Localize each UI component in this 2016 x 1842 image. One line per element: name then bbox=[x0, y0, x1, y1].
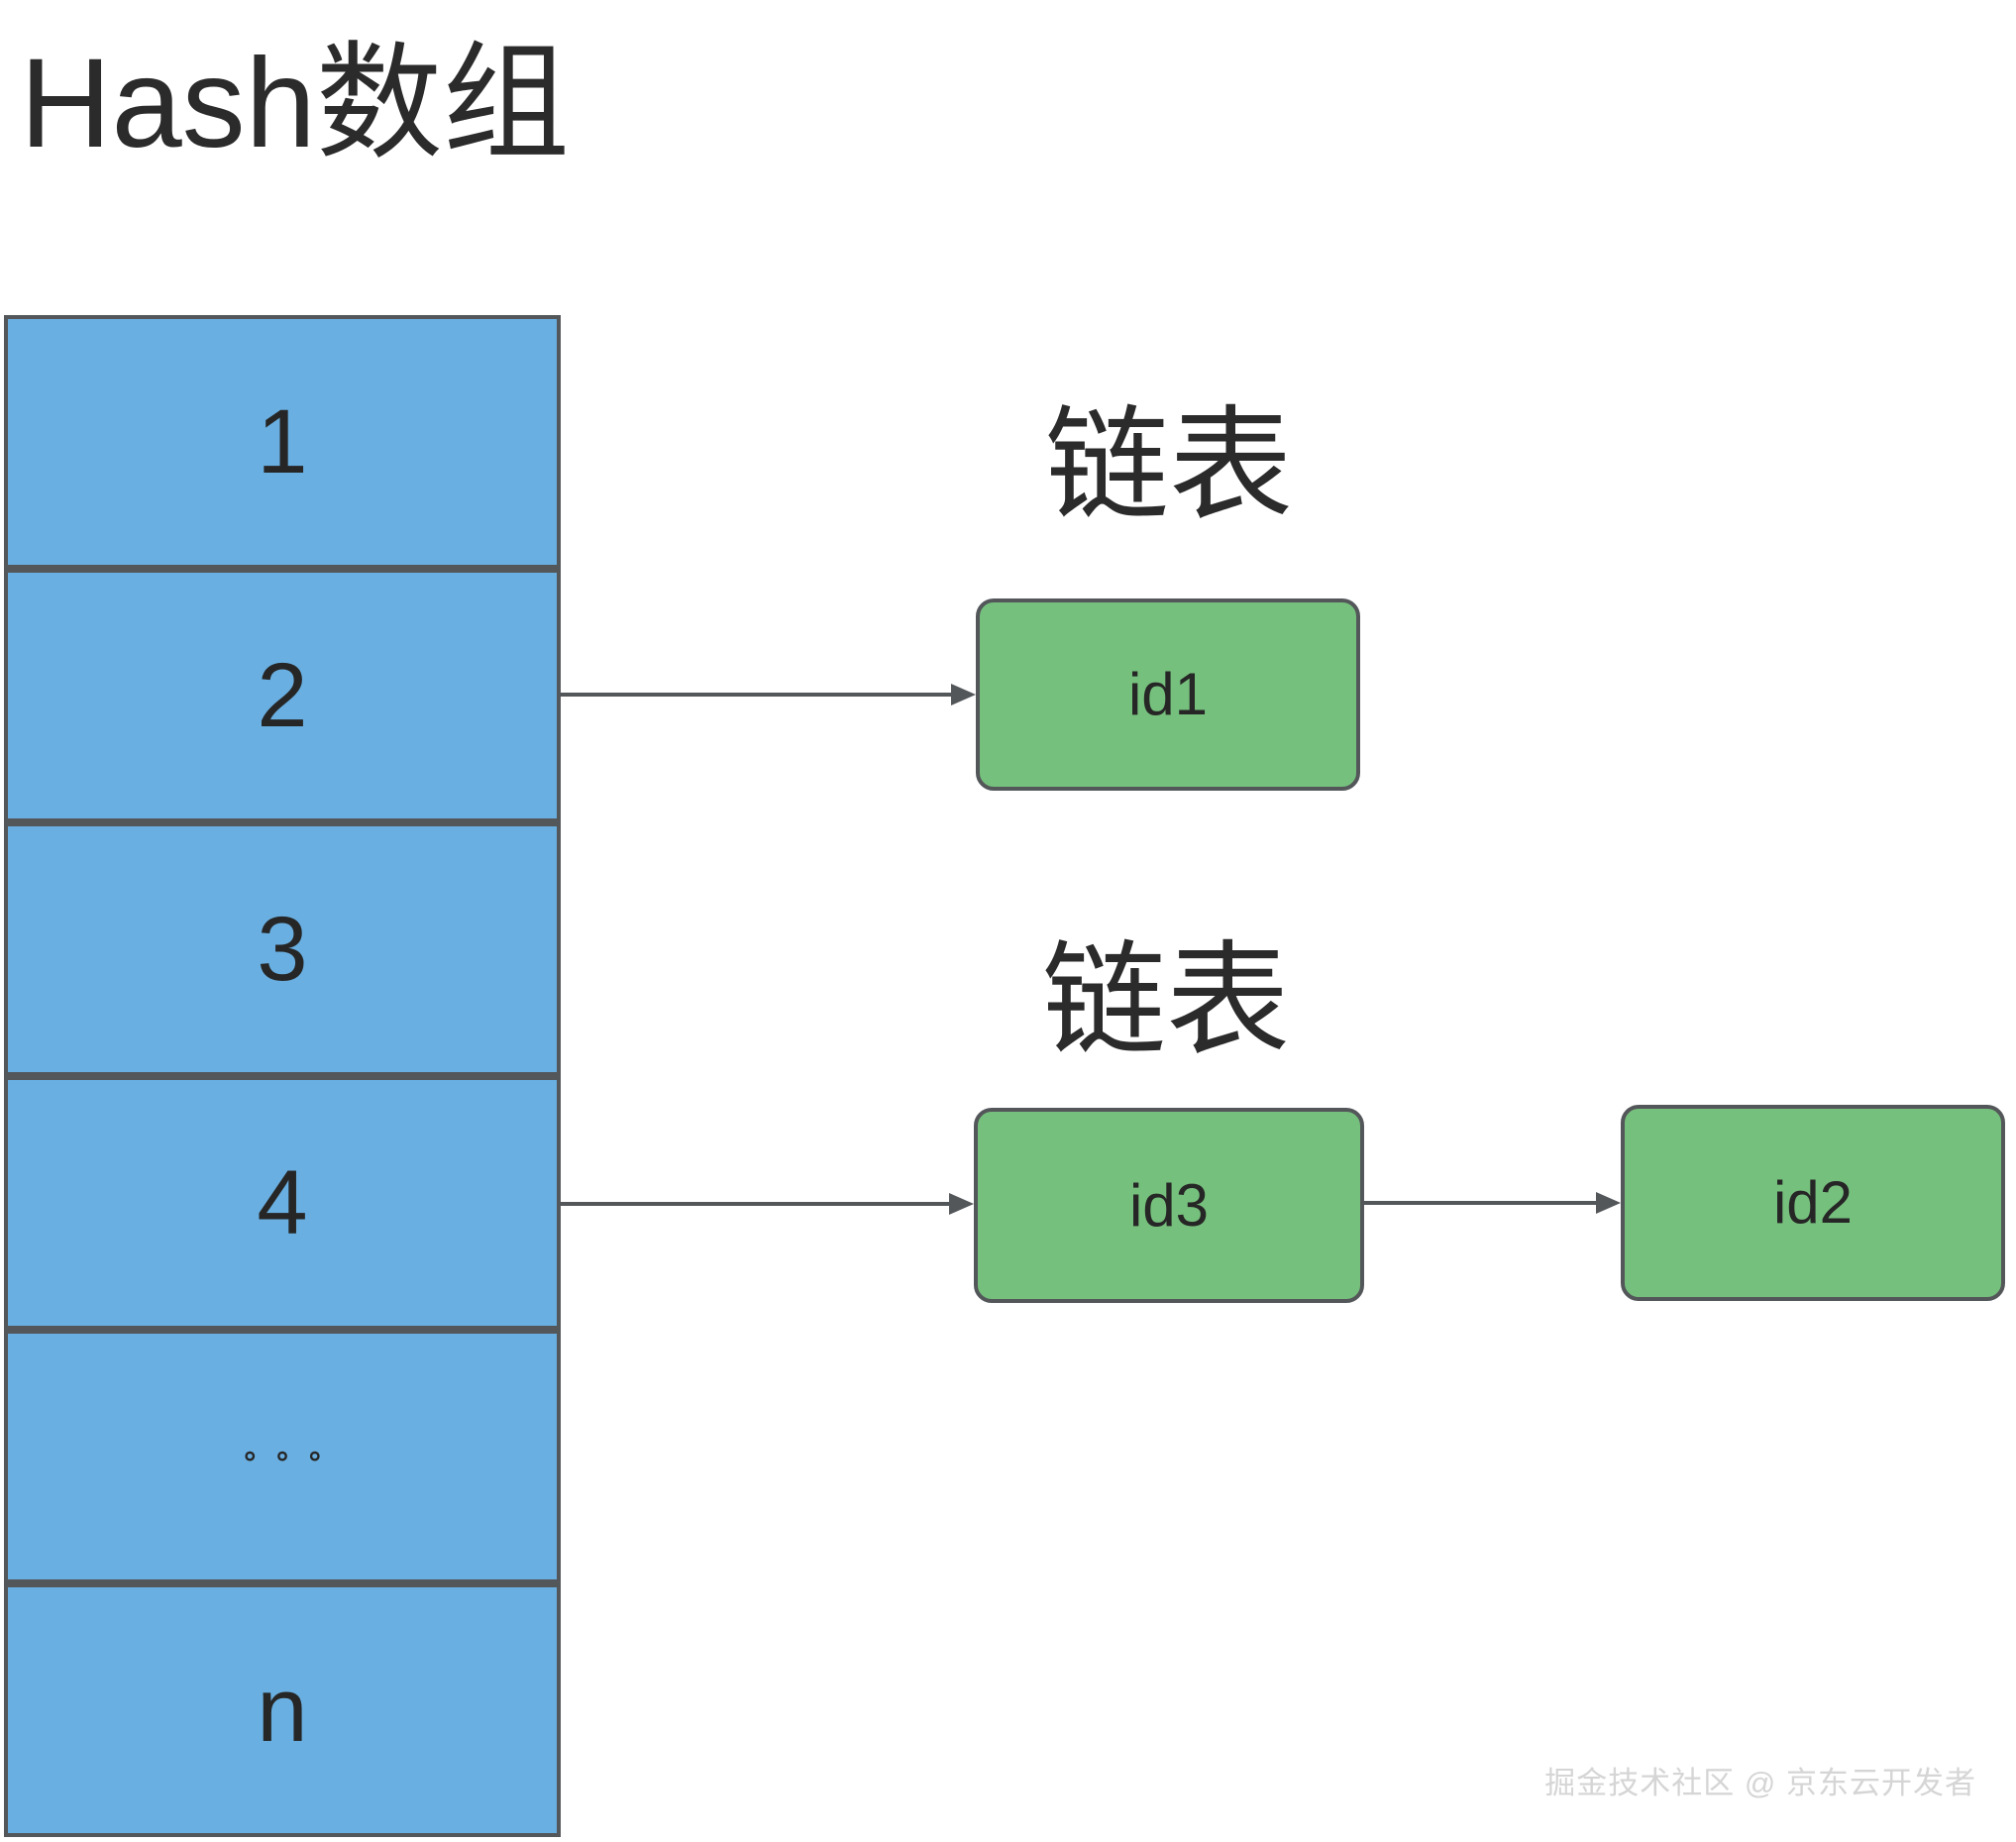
list-node-id3: id3 bbox=[974, 1108, 1364, 1303]
page-title: Hash数组 bbox=[20, 33, 570, 174]
node-label: id2 bbox=[1772, 1169, 1854, 1236]
array-cell-label: n bbox=[257, 1660, 308, 1761]
watermark: 掘金技术社区 @ 京东云开发者 bbox=[1544, 1766, 1976, 1800]
list-node-id1: id1 bbox=[976, 598, 1360, 791]
array-cell-ellipsis: ∘∘∘ bbox=[8, 1334, 557, 1579]
linked-list-title-2: 链表 bbox=[1042, 932, 1290, 1070]
arrow-connector-id3-id2 bbox=[1364, 1201, 1596, 1205]
array-cell-label: 4 bbox=[257, 1152, 308, 1253]
linked-list-title-1: 链表 bbox=[1045, 397, 1293, 535]
list-node-id2: id2 bbox=[1621, 1105, 2005, 1301]
array-cell-2: 2 bbox=[8, 573, 557, 818]
array-cell-label: 2 bbox=[257, 645, 308, 746]
array-cell-4: 4 bbox=[8, 1080, 557, 1326]
ellipsis-dots-icon: ∘∘∘ bbox=[240, 1440, 339, 1472]
array-cell-label: 3 bbox=[257, 899, 308, 1000]
array-cell-3: 3 bbox=[8, 826, 557, 1072]
node-label: id3 bbox=[1128, 1171, 1210, 1239]
hash-array: 1 2 3 4 ∘∘∘ n bbox=[4, 315, 561, 1837]
arrow-connector-cell4-id3 bbox=[561, 1202, 949, 1206]
array-cell-1: 1 bbox=[8, 319, 557, 565]
arrow-connector-cell2-id1 bbox=[561, 693, 951, 697]
array-cell-n: n bbox=[8, 1587, 557, 1833]
array-cell-label: 1 bbox=[257, 391, 308, 492]
node-label: id1 bbox=[1127, 661, 1209, 727]
